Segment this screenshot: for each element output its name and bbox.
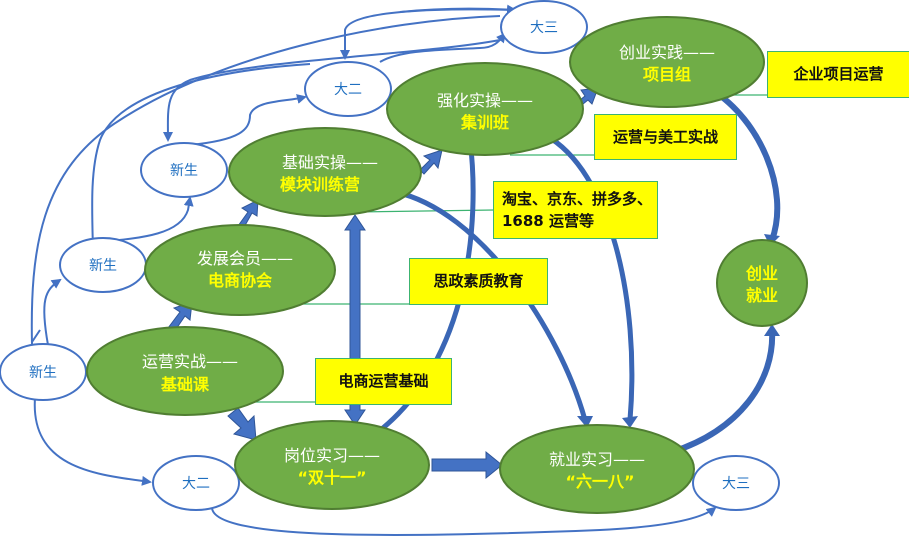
- note-ops-design: 运营与美工实战: [594, 114, 737, 160]
- stage-startup-employ[interactable]: 创业 就业: [716, 239, 808, 327]
- stage-employ-intern-sub: “六一八”: [565, 472, 634, 491]
- flow-freshman-mid-to-top: [99, 196, 194, 243]
- flow-soph-to-junior-bottom: [211, 506, 717, 536]
- stage-association-sub: 电商协会: [208, 271, 272, 290]
- year-freshman-bottom[interactable]: 新生: [0, 343, 87, 401]
- year-freshman-top-label: 新生: [170, 163, 198, 179]
- note-enterprise-text: 企业项目运营: [793, 65, 884, 84]
- stage-project-group-title: 创业实践——: [619, 43, 715, 62]
- flow-outer-down-freshman-bottom: [31, 329, 41, 343]
- note-ecommerce-basics: 电商运营基础: [315, 358, 452, 405]
- flow-top-to-soph: [340, 8, 516, 60]
- stage-post-intern-sub: “双十一”: [297, 468, 366, 487]
- arrow-basic-to-post: [227, 407, 257, 441]
- stage-training-class[interactable]: 强化实操—— 集训班: [386, 62, 584, 156]
- flow-freshman-to-soph-bottom: [33, 397, 152, 486]
- stage-startup-employ-line1: 创业: [745, 264, 778, 283]
- stage-association[interactable]: 发展会员—— 电商协会: [144, 224, 336, 316]
- year-sophomore-top[interactable]: 大二: [304, 61, 392, 117]
- stage-startup-employ-line2: 就业: [746, 286, 778, 305]
- flow-freshman-top-to-soph: [189, 94, 307, 146]
- year-sophomore-top-label: 大二: [334, 82, 362, 98]
- head-employ-to-startup: [764, 324, 780, 336]
- year-freshman-top[interactable]: 新生: [140, 142, 228, 198]
- stage-module-camp[interactable]: 基础实操—— 模块训练营: [228, 127, 422, 217]
- note-ideology: 思政素质教育: [409, 258, 548, 305]
- arrow-camp-to-training: [419, 149, 443, 175]
- year-sophomore-bottom[interactable]: 大二: [152, 455, 240, 511]
- stage-post-intern[interactable]: 岗位实习—— “双十一”: [234, 420, 430, 510]
- year-nodes: 新生 新生 新生 大二 大二 大三 大三: [0, 0, 780, 511]
- curve-project-to-startup: [709, 87, 781, 243]
- head-camp-to-employ: [577, 416, 593, 428]
- note-platforms-line1: 淘宝、京东、拼多多、: [502, 189, 653, 208]
- stage-module-camp-sub: 模块训练营: [280, 175, 360, 194]
- stage-project-group[interactable]: 创业实践—— 项目组: [569, 16, 765, 108]
- year-junior-top-label: 大三: [530, 20, 558, 36]
- note-enterprise: 企业项目运营: [767, 51, 909, 98]
- stage-association-title: 发展会员——: [197, 249, 293, 268]
- stage-nodes: 运营实战—— 基础课 发展会员—— 电商协会 基础实操—— 模块训练营 强化实操…: [86, 16, 808, 514]
- note-ecommerce-basics-text: 电商运营基础: [338, 372, 429, 391]
- stage-training-class-sub: 集训班: [460, 113, 509, 132]
- curve-employ-to-startup: [669, 327, 776, 455]
- stage-post-intern-title: 岗位实习——: [284, 446, 380, 465]
- curve-training-to-employ: [542, 132, 635, 423]
- note-platforms: 淘宝、京东、拼多多、 1688 运营等: [493, 181, 658, 239]
- year-junior-top[interactable]: 大三: [500, 0, 588, 54]
- arrow-post-to-employ: [431, 450, 503, 480]
- year-junior-bottom[interactable]: 大三: [692, 455, 780, 511]
- note-ops-design-text: 运营与美工实战: [612, 127, 718, 146]
- year-freshman-mid[interactable]: 新生: [59, 237, 147, 293]
- stage-employ-intern-title: 就业实习——: [549, 450, 645, 469]
- head-training-to-employ: [622, 416, 638, 428]
- year-freshman-mid-label: 新生: [89, 258, 117, 274]
- year-freshman-bottom-label: 新生: [29, 365, 57, 381]
- year-sophomore-bottom-label: 大二: [182, 476, 210, 492]
- stage-basic-course-title: 运营实战——: [142, 352, 238, 371]
- year-junior-bottom-label: 大三: [722, 476, 750, 492]
- flow-to-freshman-mid: [87, 63, 311, 252]
- flow-freshman-bottom-to-mid: [43, 278, 62, 346]
- stage-project-group-sub: 项目组: [643, 65, 691, 84]
- flow-to-freshman-top: [162, 39, 501, 142]
- note-platforms-line2: 1688 运营等: [502, 212, 594, 230]
- flow-outer-to-junior: [30, 15, 501, 346]
- stage-module-camp-title: 基础实操——: [282, 153, 378, 172]
- stage-basic-course[interactable]: 运营实战—— 基础课: [86, 326, 284, 416]
- flow-soph-top-to-junior-top: [379, 32, 507, 63]
- stage-employ-intern[interactable]: 就业实习—— “六一八”: [499, 424, 695, 514]
- note-ideology-text: 思政素质教育: [433, 272, 524, 291]
- stage-training-class-title: 强化实操——: [437, 91, 533, 110]
- stage-basic-course-sub: 基础课: [160, 375, 210, 394]
